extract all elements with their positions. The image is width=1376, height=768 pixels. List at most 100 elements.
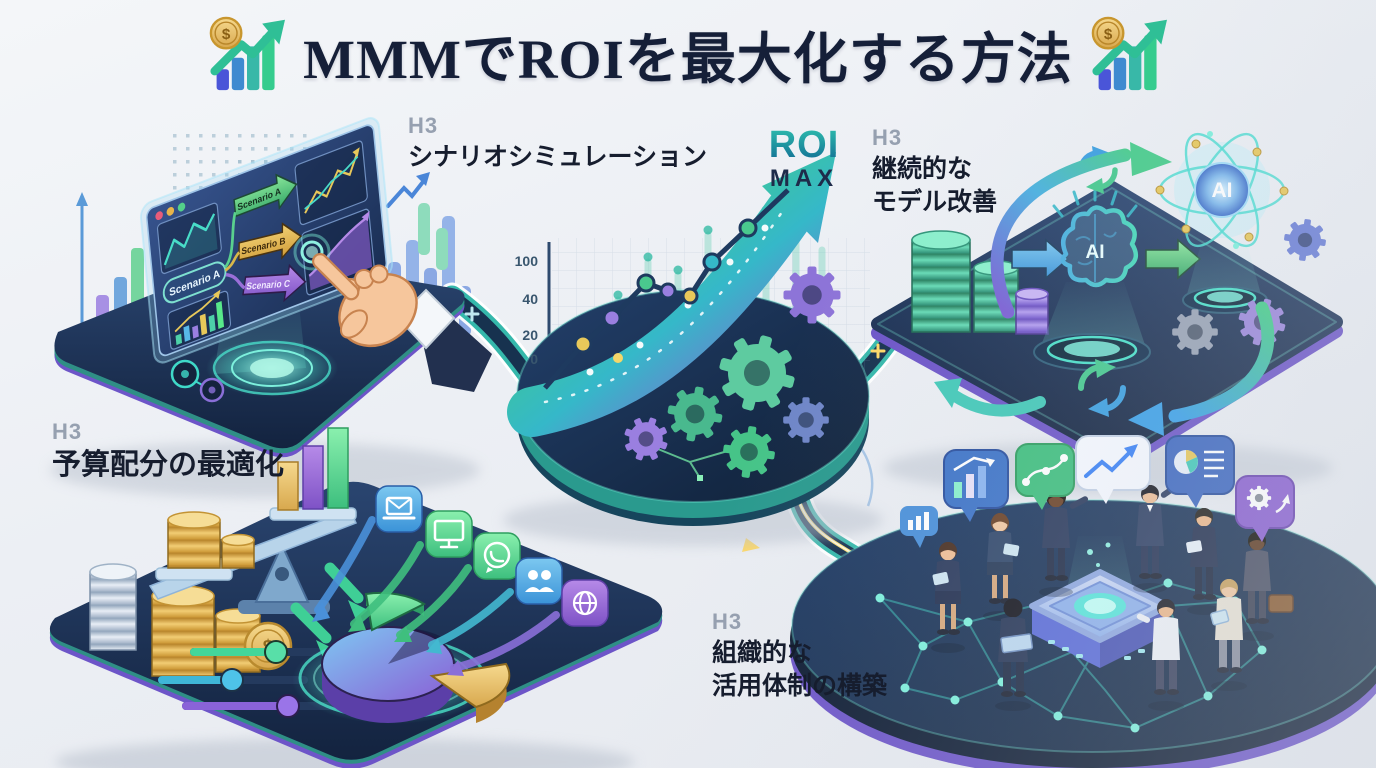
model-title-line2: モデル改善	[872, 187, 998, 216]
person	[1210, 579, 1243, 673]
hologram-rings	[206, 339, 338, 397]
email-laptop-icon	[375, 485, 423, 533]
tv-monitor-icon	[425, 510, 473, 558]
platform-chips	[170, 359, 225, 403]
ai-brain-icon: AI	[1052, 186, 1139, 288]
h3-tag: H3	[408, 113, 439, 138]
window-dot-red	[155, 211, 163, 221]
bar-gold	[277, 461, 299, 511]
web-globe-icon	[561, 579, 609, 627]
window-dot-green	[177, 202, 186, 212]
coin-stacks	[911, 230, 1049, 335]
hub-buttons	[1048, 640, 1145, 660]
org-title-line2: 活用体制の構築	[712, 671, 888, 700]
pointing-hand	[312, 253, 492, 392]
central-hub	[1029, 542, 1171, 668]
page-title: MMMでROIを最大化する方法	[303, 29, 1073, 90]
loop-arrow-up	[990, 148, 1132, 319]
bubble-bars-small	[900, 506, 938, 548]
roi-arrowhead	[762, 152, 836, 243]
dollar-glyph: $	[222, 26, 231, 43]
gear-icon	[1172, 309, 1218, 355]
loop-arrow-left	[949, 390, 1046, 417]
atom-beam	[1186, 240, 1262, 298]
bubble-trend	[1075, 435, 1151, 504]
org-title-line1: 組織的な	[712, 639, 813, 668]
ai-brain-label: AI	[1086, 242, 1105, 263]
axis-tick-40: 40	[522, 291, 538, 307]
ai-atom-label: AI	[1212, 179, 1233, 202]
tablet	[1003, 543, 1020, 557]
atom-pedestal	[1182, 286, 1268, 314]
scenario-header: H3 シナリオシミュレーション	[408, 113, 708, 174]
cycle-icon-top	[1078, 146, 1118, 194]
budget-header: H3 予算配分の最適化	[52, 419, 284, 485]
gear-icon	[783, 266, 841, 324]
scenario-pill	[162, 261, 227, 304]
scenario-arrow-c-label: Scenario C	[246, 278, 291, 292]
tablet	[932, 572, 949, 586]
bubble-flow	[1015, 443, 1075, 510]
mini-bars	[174, 289, 225, 346]
green-flow-arrows	[290, 562, 364, 644]
network-mesh	[875, 578, 1267, 733]
model-title-line1: 継続的な	[872, 155, 973, 184]
org-section	[790, 435, 1376, 768]
person	[987, 513, 1020, 604]
brain-pedestal	[1033, 333, 1151, 371]
ai-atom-icon: AI	[1155, 131, 1289, 249]
dashboard-screen: Scenario A Scenario A Scenario B Scenari…	[139, 117, 394, 364]
org-header: H3 組織的な 活用体制の構築	[712, 609, 888, 702]
suit-sleeve	[424, 318, 492, 392]
pie-chart	[292, 591, 511, 724]
axis-tick-20: 20	[522, 327, 538, 343]
window-dot-yellow	[166, 206, 175, 216]
balance-scale	[148, 427, 358, 614]
scenario-title: シナリオシミュレーション	[408, 143, 708, 172]
bar-purple	[302, 445, 324, 510]
scenario-arrow-c: Scenario C	[242, 263, 307, 303]
touch-glow	[293, 233, 331, 271]
briefcase	[1268, 594, 1294, 613]
scenario-arrow-b: Scenario B	[238, 222, 303, 261]
bubble-gear	[1235, 475, 1295, 542]
dollar-glyph: $	[1104, 26, 1113, 43]
gear-icon	[1246, 485, 1272, 511]
people-group	[931, 482, 1294, 711]
gear-icon	[783, 397, 829, 443]
person	[932, 542, 961, 635]
document	[1186, 540, 1203, 554]
growth-chart-coin-icon: $	[1091, 16, 1167, 91]
h3-tag: H3	[872, 125, 903, 150]
max-text: MAX	[769, 165, 839, 192]
atom-orbit-dots	[1155, 139, 1289, 242]
slider-knob-purple	[276, 694, 300, 718]
person	[1136, 599, 1180, 695]
model-header: H3 継続的な モデル改善	[872, 125, 998, 218]
axis-tick-100: 100	[514, 253, 538, 269]
trend-dots	[573, 218, 758, 354]
person	[1186, 508, 1218, 600]
notes	[1210, 609, 1230, 626]
chart-panel-line	[156, 202, 222, 275]
arrow-to-brain	[1011, 238, 1070, 280]
speech-bubbles	[900, 435, 1295, 548]
scenario-section: Scenario A Scenario A Scenario B Scenari…	[50, 117, 492, 498]
person	[998, 598, 1034, 697]
channel-icons	[375, 485, 609, 627]
budget-section: $	[49, 427, 663, 768]
bg-trend-arrow	[386, 172, 430, 208]
loop-arrow-down	[1168, 301, 1275, 423]
pie-gold-side	[476, 671, 507, 723]
slider-knob-green	[264, 640, 288, 664]
slider-knob-blue	[220, 668, 244, 692]
page-header: $ MMMでROIを最大化する方法 $	[0, 14, 1376, 94]
roi-max-label: ROI MAX	[748, 126, 860, 191]
roi-growth-arrow	[507, 187, 815, 437]
gear-icon	[1281, 216, 1329, 264]
roi-text: ROI	[748, 126, 860, 164]
chat-phone-icon	[473, 532, 521, 580]
growth-chart-coin-icon: $	[209, 16, 286, 91]
